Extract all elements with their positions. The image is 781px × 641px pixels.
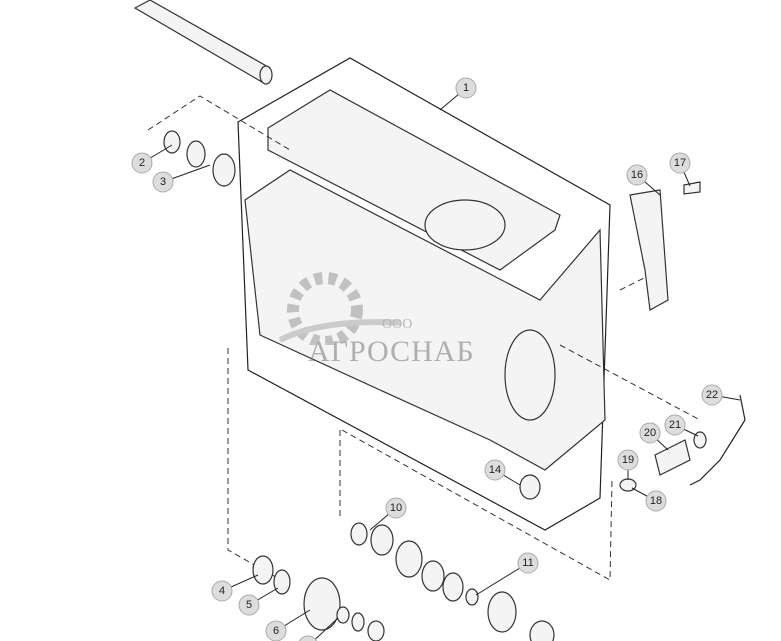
callout-label: 16 (631, 169, 643, 181)
callout-label: 5 (246, 599, 252, 611)
callout-1: 1 (439, 77, 477, 111)
callout-circle (626, 164, 648, 186)
callout-19: 19 (617, 449, 639, 480)
gear-logo-icon (278, 272, 400, 345)
callout-3: 3 (152, 164, 211, 193)
callout-20: 20 (639, 422, 669, 451)
watermark-logo: ООО АГРОСНАБ (270, 255, 530, 375)
callout-11: 11 (475, 552, 539, 596)
callout-label: 19 (622, 454, 634, 466)
callout-5: 5 (238, 587, 279, 616)
callout-label: 3 (160, 176, 166, 188)
callout-circle (152, 171, 174, 193)
shaft (133, 0, 273, 85)
callout-circle (701, 384, 723, 406)
callout-circle (645, 490, 667, 512)
callout-16: 16 (626, 164, 661, 196)
callout-label: 2 (139, 157, 145, 169)
callout-circle (211, 580, 233, 602)
callout-label: 21 (669, 419, 681, 431)
bracket-and-sensor (619, 181, 746, 492)
callout-14: 14 (484, 459, 521, 486)
callout-circle (455, 77, 477, 99)
transmission-housing (237, 57, 611, 531)
callout-circle (385, 497, 407, 519)
callout-label: 4 (219, 585, 225, 597)
callout-circle (484, 459, 506, 481)
callout-22: 22 (701, 384, 741, 406)
callout-4: 4 (211, 574, 259, 602)
callout-2: 2 (131, 144, 173, 174)
callout-label: 6 (273, 625, 279, 637)
leader-line (312, 617, 339, 641)
callout-circle (639, 422, 661, 444)
callout-circle (298, 635, 318, 641)
callout-circle (664, 414, 686, 436)
callout-circle (131, 152, 153, 174)
callout-circle (238, 594, 260, 616)
bearing-parts (163, 130, 555, 641)
callout-label: 10 (390, 502, 402, 514)
callout-circle (265, 620, 287, 641)
callout-label: 20 (644, 427, 656, 439)
callout-circle (617, 449, 639, 471)
callout-label: 1 (463, 82, 469, 94)
watermark-name: АГРОСНАБ (308, 335, 475, 368)
callout-label: 18 (650, 495, 662, 507)
callout-label: 22 (706, 389, 718, 401)
callout-circle (517, 552, 539, 574)
callout-10: 10 (369, 497, 407, 531)
callout-18: 18 (631, 487, 667, 512)
callout-circle (669, 152, 691, 174)
watermark-prefix: ООО (382, 317, 413, 332)
callout-6: 6 (265, 609, 311, 641)
callout-label: 14 (489, 464, 501, 476)
callout-17: 17 (669, 152, 691, 187)
callout-label: 17 (674, 157, 686, 169)
callout-label: 11 (522, 557, 533, 569)
callout-21: 21 (664, 414, 699, 437)
